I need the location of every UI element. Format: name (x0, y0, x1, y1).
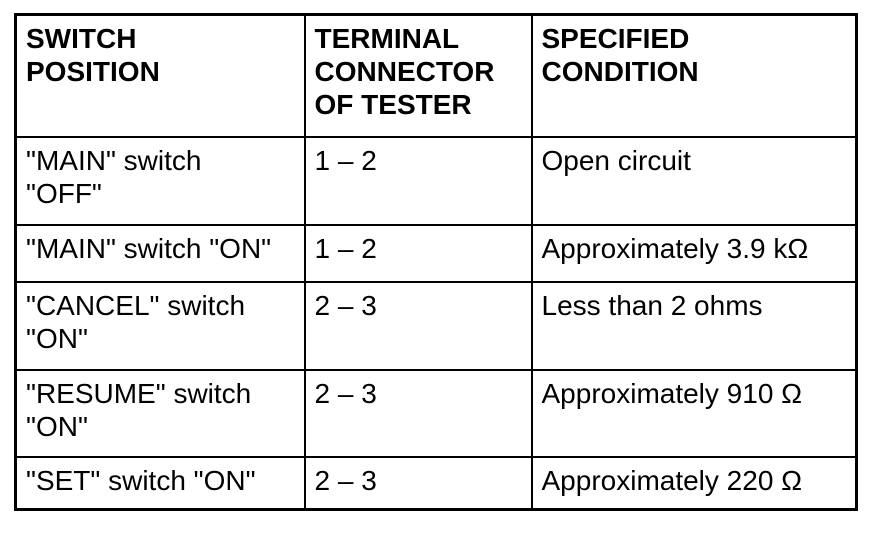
cell-terminal-connector: 2 – 3 (303, 368, 533, 458)
table-row: "MAIN" switch "ON" 1 – 2 Approximately 3… (14, 223, 858, 283)
cell-terminal-connector: 2 – 3 (303, 280, 533, 371)
cell-terminal-connector: 1 – 2 (303, 223, 533, 283)
header-switch-position: SWITCH POSITION (14, 13, 306, 138)
cell-specified-condition: Less than 2 ohms (530, 280, 858, 371)
cell-switch-position: "MAIN" switch "ON" (14, 223, 306, 283)
cell-switch-position: "RESUME" switch "ON" (14, 368, 306, 458)
table-header-row: SWITCH POSITION TERMINAL CONNECTOR OF TE… (14, 13, 858, 138)
cell-switch-position: "MAIN" switch "OFF" (14, 135, 306, 226)
table-row: "MAIN" switch "OFF" 1 – 2 Open circuit (14, 135, 858, 226)
cell-switch-position: "CANCEL" switch "ON" (14, 280, 306, 371)
table-row: "CANCEL" switch "ON" 2 – 3 Less than 2 o… (14, 280, 858, 371)
header-specified-condition: SPECIFIED CONDITION (530, 13, 858, 138)
cell-switch-position: "SET" switch "ON" (14, 455, 306, 511)
table-row: "SET" switch "ON" 2 – 3 Approximately 22… (14, 455, 858, 511)
header-terminal-connector: TERMINAL CONNECTOR OF TESTER (303, 13, 533, 138)
switch-resistance-spec-table: SWITCH POSITION TERMINAL CONNECTOR OF TE… (14, 13, 858, 511)
spec-table-container: SWITCH POSITION TERMINAL CONNECTOR OF TE… (14, 13, 858, 511)
table-row: "RESUME" switch "ON" 2 – 3 Approximately… (14, 368, 858, 458)
cell-specified-condition: Approximately 220 Ω (530, 455, 858, 511)
cell-specified-condition: Approximately 910 Ω (530, 368, 858, 458)
cell-terminal-connector: 1 – 2 (303, 135, 533, 226)
cell-specified-condition: Open circuit (530, 135, 858, 226)
cell-specified-condition: Approximately 3.9 kΩ (530, 223, 858, 283)
cell-terminal-connector: 2 – 3 (303, 455, 533, 511)
